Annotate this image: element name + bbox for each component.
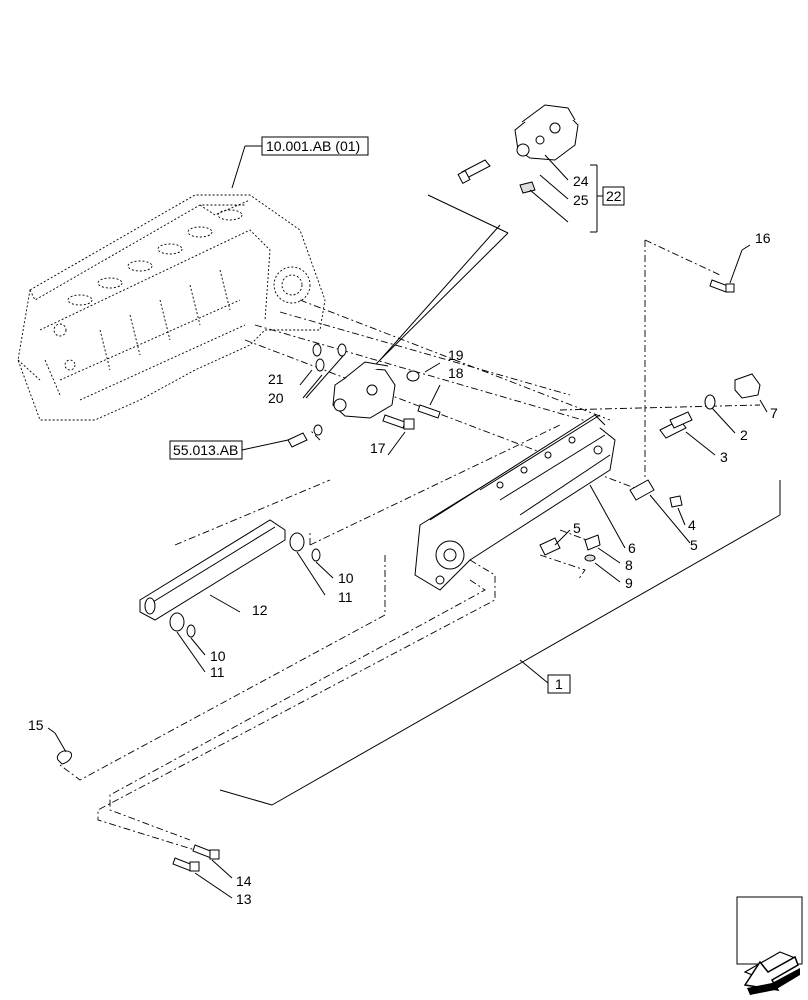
callout-10a: 10	[338, 570, 354, 586]
oil-cooler-housing	[414, 414, 616, 591]
callout-19: 19	[448, 347, 464, 363]
callout-21: 21	[268, 371, 284, 387]
bolt-13	[172, 857, 200, 872]
cooler-core	[139, 519, 286, 621]
bolt-14	[192, 844, 220, 860]
callout-12: 12	[252, 602, 268, 618]
callout-20: 20	[268, 390, 284, 406]
bolt-16	[709, 279, 735, 293]
callout-11a: 11	[338, 589, 353, 605]
ref-box-group-22[interactable]: 22	[602, 186, 625, 206]
callout-3: 3	[720, 449, 728, 465]
callout-4: 4	[688, 517, 696, 533]
callout-9: 9	[625, 575, 633, 591]
ref-sensor-text: 55.013.AB	[173, 442, 238, 458]
callout-18: 18	[448, 365, 464, 381]
callout-17: 17	[370, 440, 386, 456]
callout-11b: 11	[210, 664, 225, 680]
ref-engine-block-text: 10.001.AB (01)	[266, 138, 360, 154]
callout-5a: 5	[690, 537, 698, 553]
callout-5b: 5	[573, 520, 581, 536]
bolt-17	[382, 414, 415, 430]
callouts-23-25: 24 25	[529, 154, 603, 233]
arrow-icon[interactable]	[736, 896, 803, 995]
sensor-part	[287, 424, 323, 448]
engine-block-outline	[17, 194, 326, 421]
fittings-right	[539, 373, 761, 562]
callouts-13-14: 14 13	[194, 859, 252, 907]
ref-group-1-text: 1	[555, 676, 563, 692]
callout-6: 6	[628, 540, 636, 556]
ref-box-engine-block[interactable]: 10.001.AB (01)	[261, 136, 369, 156]
callouts-10-12: 10 11 12 10 11	[176, 551, 354, 680]
ref-box-group-1[interactable]: 1	[547, 674, 571, 694]
thermostat-assembly-top	[514, 104, 579, 161]
ref-group-22-text: 22	[606, 188, 622, 204]
callout-24: 25	[573, 192, 589, 208]
oring-19	[406, 370, 420, 382]
clip-15	[56, 750, 73, 765]
callout-2: 2	[740, 427, 748, 443]
callout-15: 15	[28, 717, 44, 733]
thermostat-assembly-middle	[332, 361, 396, 419]
callout-16-group: 16	[729, 230, 771, 284]
callouts-2-9: 7 2 3 4 5 6 5 8 9	[554, 399, 778, 591]
callout-23: 24	[573, 173, 589, 189]
callout-15-group: 15	[28, 717, 67, 753]
group-1-frame	[219, 480, 781, 806]
callout-13: 13	[236, 891, 252, 907]
callouts-17-21: 19 18 17 21 20	[268, 347, 464, 456]
ref-box-sensor[interactable]: 55.013.AB	[169, 440, 243, 460]
callout-8: 8	[625, 557, 633, 573]
callout-16: 16	[755, 230, 771, 246]
orings-20-21	[312, 343, 347, 372]
callout-14: 14	[236, 873, 252, 889]
bolt-top	[457, 159, 491, 184]
assembly-lines	[59, 239, 761, 851]
callout-10b: 10	[210, 648, 226, 664]
group-22-frame	[369, 194, 509, 371]
bolt-18	[417, 404, 441, 419]
plug-top	[519, 181, 536, 194]
callout-7: 7	[770, 405, 778, 421]
gaskets-10-11	[169, 532, 321, 638]
